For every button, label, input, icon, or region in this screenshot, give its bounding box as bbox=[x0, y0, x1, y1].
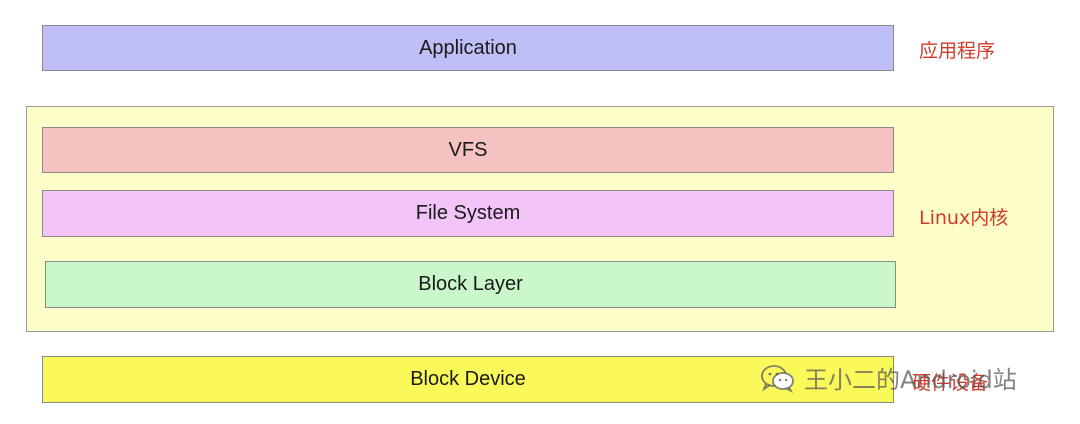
file-system-layer: File System bbox=[42, 190, 894, 237]
block-device-layer: Block Device bbox=[42, 356, 894, 403]
hardware-side-label: 硬件设备 bbox=[912, 372, 989, 394]
block-layer-label: Block Layer bbox=[418, 273, 523, 295]
block-device-layer-label: Block Device bbox=[410, 368, 526, 390]
vfs-layer-label: VFS bbox=[448, 138, 488, 161]
wechat-icon bbox=[761, 364, 794, 393]
kernel-side-label: Linux内核 bbox=[919, 207, 1009, 229]
watermark: 王小二的Android站 bbox=[760, 360, 1017, 395]
application-layer: Application bbox=[42, 25, 894, 71]
application-side-label: 应用程序 bbox=[919, 40, 996, 62]
vfs-layer: VFS bbox=[42, 127, 894, 173]
block-layer: Block Layer bbox=[45, 261, 896, 308]
file-system-layer-label: File System bbox=[415, 202, 521, 224]
application-layer-label: Application bbox=[419, 36, 517, 59]
watermark-text: 王小二的Android站 bbox=[804, 366, 1017, 394]
